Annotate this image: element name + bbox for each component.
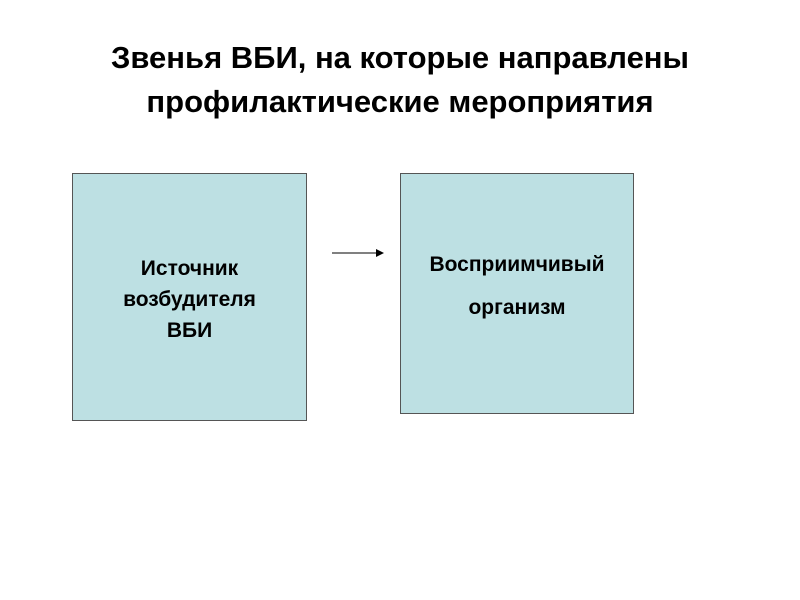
susceptible-host-label-line-2: организм bbox=[468, 296, 566, 319]
slide-title-line-1: Звенья ВБИ, на которые направлены bbox=[110, 40, 690, 75]
slide-title-line-2: профилактические мероприятия bbox=[146, 84, 654, 119]
arrow-head bbox=[376, 249, 384, 257]
infection-source-label-line-1: Источник bbox=[140, 257, 239, 280]
infection-source-label: Источник возбудителя ВБИ bbox=[73, 253, 306, 346]
susceptible-host-label: Восприимчивый организм bbox=[401, 243, 633, 329]
infection-source-label-line-2: возбудителя bbox=[123, 288, 256, 311]
infection-source-box: Источник возбудителя ВБИ bbox=[72, 173, 307, 421]
slide-title: Звенья ВБИ, на которые направлены профил… bbox=[0, 36, 800, 124]
susceptible-host-label-line-1: Восприимчивый bbox=[429, 253, 605, 276]
infection-source-label-line-3: ВБИ bbox=[166, 319, 213, 342]
susceptible-host-box: Восприимчивый организм bbox=[400, 173, 634, 414]
right-arrow-icon bbox=[332, 249, 384, 257]
